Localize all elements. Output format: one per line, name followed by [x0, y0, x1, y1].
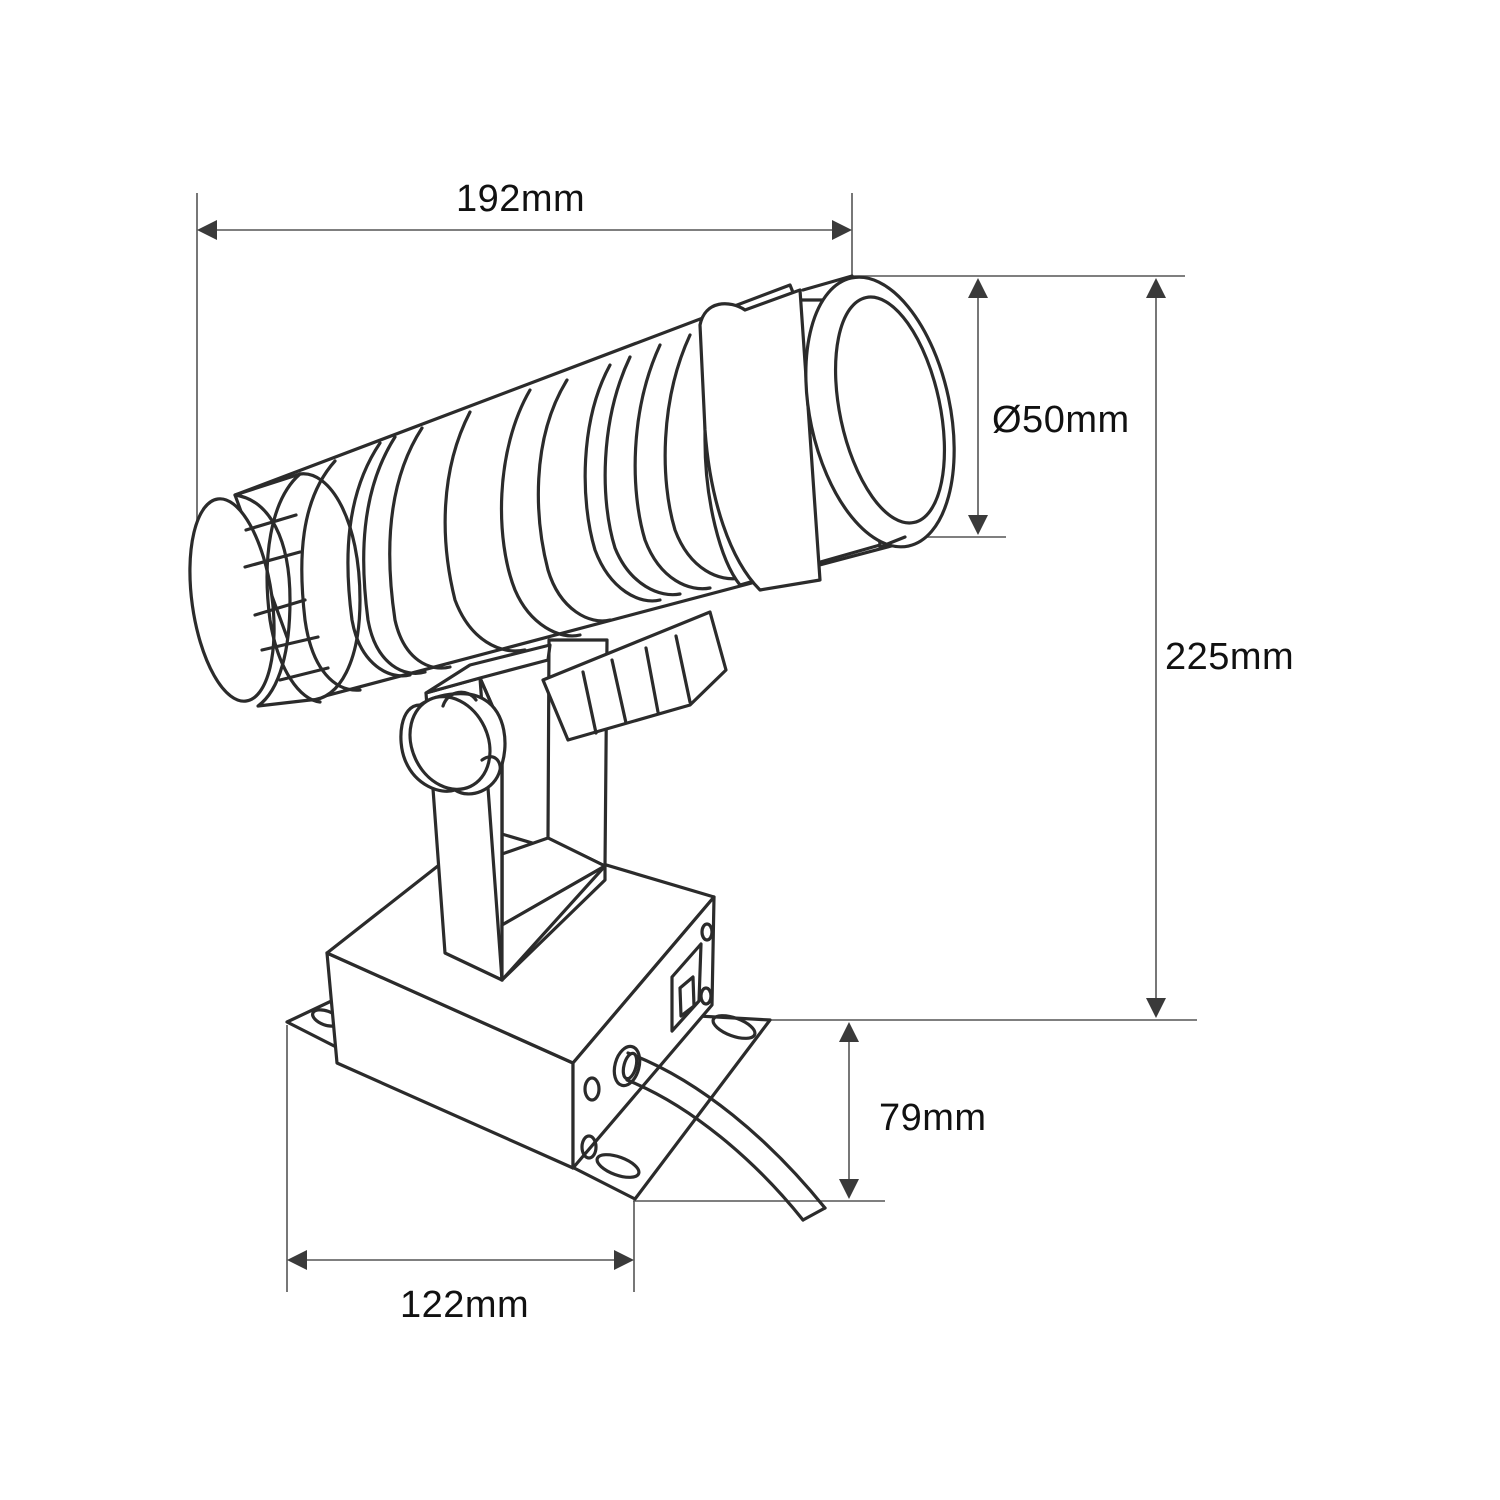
power-cable [612, 1044, 827, 1222]
dimension-225mm [765, 278, 1197, 1021]
label-lens-diameter: Ø50mm [992, 399, 1130, 441]
label-overall-height: 225mm [1165, 636, 1295, 678]
dimension-122mm [286, 1025, 635, 1292]
tilt-knob [399, 690, 507, 796]
dimension-79mm [633, 1022, 885, 1202]
lamp-barrel [188, 274, 956, 742]
label-base-width: 122mm [400, 1284, 530, 1326]
label-base-height: 79mm [879, 1097, 987, 1139]
power-switch [670, 942, 703, 1033]
label-overall-width: 192mm [456, 178, 586, 220]
